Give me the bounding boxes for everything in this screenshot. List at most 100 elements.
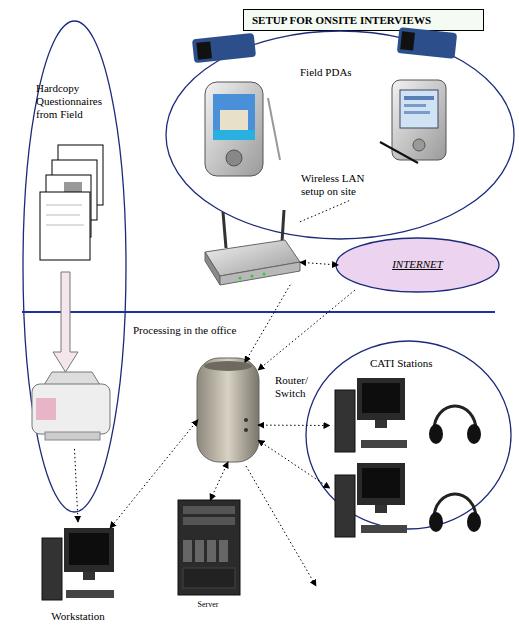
- scanner-tray: [45, 432, 100, 440]
- wireless-router-node: Wireless LAN setup on site: [203, 212, 301, 287]
- pda-device: [205, 82, 263, 176]
- ellipse-outline: [336, 238, 499, 292]
- pda-button: [413, 139, 425, 151]
- dotted-connector: [300, 262, 338, 265]
- dotted-connector: [110, 420, 198, 529]
- switch-node: Router/ Switch: [193, 356, 263, 464]
- scanner-feeder: [44, 372, 100, 385]
- paper-sheet: [46, 175, 91, 237]
- dotted-connector: [258, 425, 330, 426]
- monitor-screen: [362, 468, 400, 498]
- node-label: Workstation: [38, 610, 118, 623]
- node-label: CATI Stations: [370, 357, 460, 370]
- section-label: Processing in the office: [127, 320, 299, 340]
- pda-screen: [213, 94, 255, 140]
- monitor-screen: [362, 383, 400, 413]
- computer: [335, 463, 407, 537]
- pda-body: [205, 82, 263, 176]
- monitor-stand: [83, 572, 95, 580]
- screen-picture: [404, 96, 434, 100]
- card-body: [192, 33, 256, 63]
- paper-flow-ellipse: Hardcopy Questionnaires from Field: [22, 20, 127, 513]
- pc-tower: [42, 538, 62, 600]
- stylus: [380, 142, 418, 163]
- monitor-stand: [375, 420, 387, 428]
- monitor: [357, 378, 405, 420]
- headband: [434, 406, 476, 430]
- computer: [335, 378, 407, 452]
- drive-bay: [183, 506, 235, 514]
- switch-body: [197, 358, 259, 462]
- card-slot: [196, 41, 212, 59]
- server-node: Server: [172, 498, 244, 612]
- paper-pattern: [64, 182, 82, 198]
- drive-bay: [195, 540, 204, 562]
- dotted-connector: [75, 449, 79, 522]
- drive-bay: [183, 540, 192, 562]
- pda-button: [226, 150, 242, 166]
- drive-bay: [183, 517, 235, 525]
- wireless-router: [205, 210, 300, 285]
- title-box: SETUP FOR ONSITE INTERVIEWS: [243, 9, 484, 31]
- node-label: INTERNET: [335, 258, 500, 271]
- pc-tower: [335, 475, 355, 537]
- router-top: [205, 240, 300, 276]
- internet-cloud: INTERNET: [335, 237, 500, 293]
- ear-cup: [429, 424, 443, 444]
- node-label: Server: [172, 600, 244, 610]
- switch-top: [204, 361, 252, 371]
- workstation-node: Workstation: [38, 522, 118, 626]
- scanner: [32, 372, 110, 440]
- paper-sheet: [52, 160, 97, 220]
- ear-cup: [467, 424, 481, 444]
- paper-line: [46, 205, 82, 206]
- screen-picture: [213, 130, 255, 140]
- server: [178, 500, 240, 595]
- scanner-panel: [36, 398, 56, 420]
- antenna: [223, 212, 226, 248]
- screen-picture: [220, 110, 248, 130]
- led: [251, 275, 254, 278]
- ellipse-outline: [306, 341, 511, 529]
- ellipse-outline: [23, 21, 126, 512]
- led: [263, 273, 266, 276]
- keyboard: [361, 440, 407, 448]
- stylus: [268, 98, 280, 160]
- wifi-card: [192, 33, 256, 63]
- drive-bay: [219, 540, 228, 562]
- screen-picture: [404, 111, 430, 114]
- pda-body: [392, 80, 446, 160]
- paper-sheet: [40, 192, 90, 260]
- ear-cup: [467, 512, 481, 532]
- pc-tower: [335, 390, 355, 452]
- keyboard: [66, 590, 114, 598]
- antenna: [282, 210, 284, 242]
- router-switch: [197, 358, 259, 462]
- screen-picture: [404, 104, 426, 107]
- server-vent: [183, 568, 235, 588]
- headphones: [429, 406, 481, 444]
- led: [239, 277, 242, 280]
- hollow-arrow: [53, 272, 78, 372]
- dotted-connector: [258, 440, 330, 488]
- server-case: [178, 500, 240, 595]
- pda-group-ellipse: Field PDAs: [165, 30, 515, 240]
- router-side: [205, 252, 220, 285]
- monitor: [64, 528, 114, 572]
- switch-port: [244, 418, 248, 422]
- router-front: [220, 262, 300, 285]
- monitor: [357, 463, 405, 505]
- node-label: Hardcopy Questionnaires from Field: [36, 82, 112, 121]
- scanner-body: [32, 384, 110, 434]
- divider-line: [22, 311, 495, 313]
- monitor-stand: [375, 505, 387, 513]
- dotted-connector: [258, 290, 355, 370]
- pda-device: [392, 80, 446, 160]
- dotted-connector: [245, 285, 290, 363]
- node-label: Wireless LAN setup on site: [301, 172, 375, 198]
- computer: [42, 528, 114, 600]
- paper-line: [46, 225, 84, 226]
- node-label: Field PDAs: [300, 66, 380, 79]
